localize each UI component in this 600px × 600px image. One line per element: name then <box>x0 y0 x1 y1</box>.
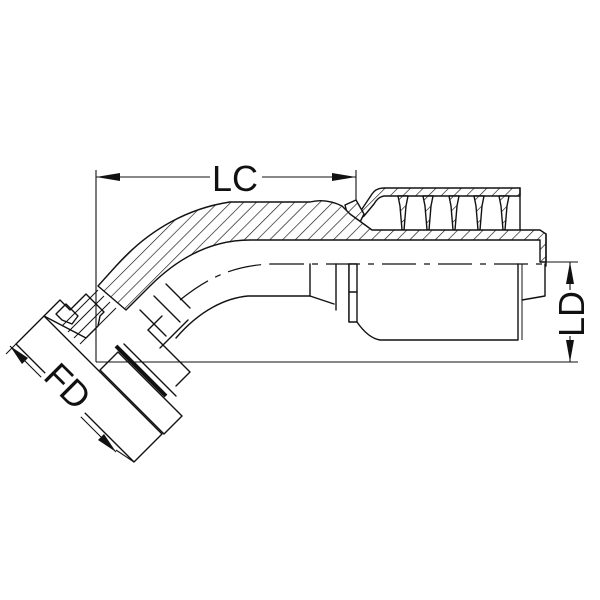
bent-tube <box>139 283 191 349</box>
inner-bore <box>175 263 546 341</box>
ferrule <box>344 187 521 233</box>
ferrule-grooves <box>397 195 510 231</box>
dimension-label-lc: LC <box>212 158 258 199</box>
dimension-label-ld: LD <box>551 291 592 337</box>
dimension-ld: LD <box>551 262 592 362</box>
body-wall <box>97 199 547 311</box>
dimension-lc: LC <box>95 158 357 362</box>
reference-lines <box>96 261 578 363</box>
